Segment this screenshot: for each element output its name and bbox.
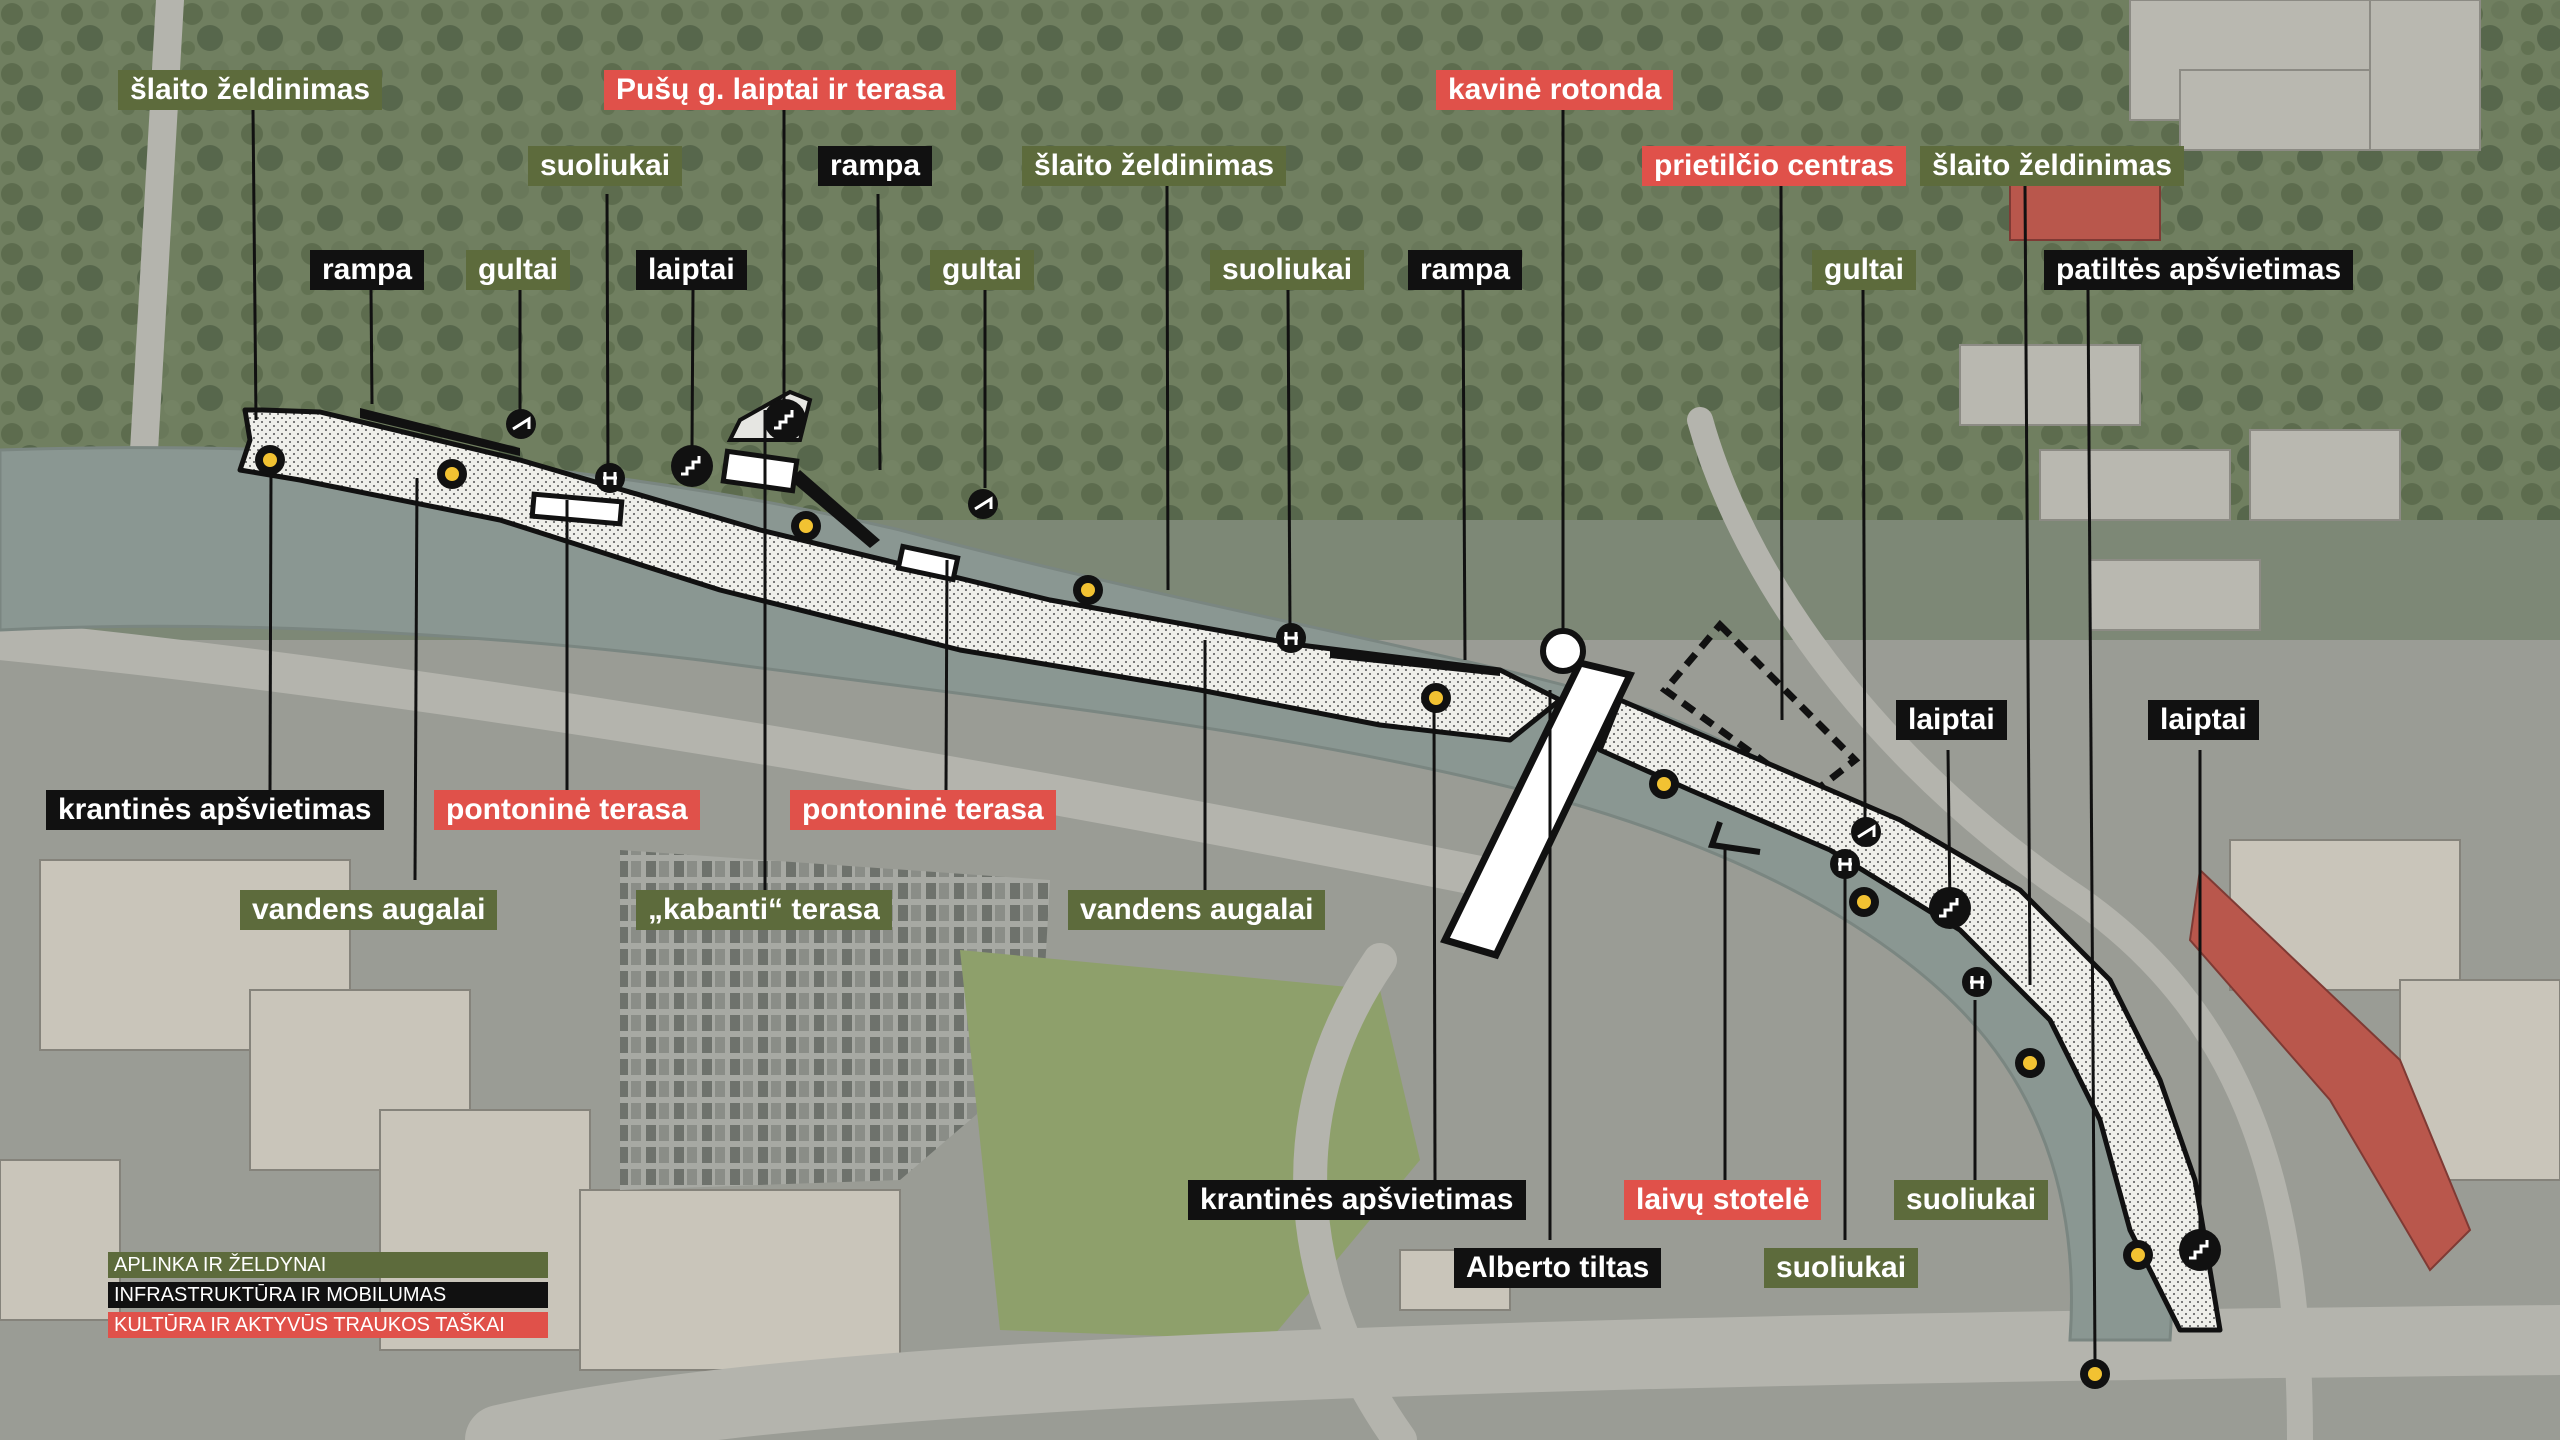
- label-suoliukai: suoliukai: [1764, 1248, 1919, 1288]
- light-icon: [1849, 887, 1879, 917]
- stairs-icon: [2179, 1229, 2221, 1271]
- light-icon: [2123, 1240, 2153, 1270]
- label-krantines-apsvietimas: krantinės apšvietimas: [46, 790, 384, 830]
- lounger-icon: [1851, 817, 1881, 847]
- label-suoliukai: suoliukai: [528, 146, 683, 186]
- stairs-icon: [764, 399, 806, 441]
- bench-icon: [595, 463, 625, 493]
- label-rampa: rampa: [1408, 250, 1523, 290]
- label-alberto-tiltas: Alberto tiltas: [1454, 1248, 1662, 1288]
- light-icon: [255, 445, 285, 475]
- light-icon: [1421, 683, 1451, 713]
- label-gultai: gultai: [466, 250, 570, 290]
- label-laiptai: laiptai: [1896, 700, 2007, 740]
- label-pontonine-terasa: pontoninė terasa: [790, 790, 1056, 830]
- legend-infrastructure: INFRASTRUKTŪRA IR MOBILUMAS: [108, 1282, 548, 1308]
- label-prietilcio-centras: prietilčio centras: [1642, 146, 1907, 186]
- label-gultai: gultai: [1812, 250, 1916, 290]
- leader-lines: [251, 109, 2202, 1361]
- label-pusu-laiptai: Pušų g. laiptai ir terasa: [604, 70, 957, 110]
- label-patiltes-apsvietimas: patiltės apšvietimas: [2044, 250, 2354, 290]
- lounger-icon: [968, 489, 998, 519]
- light-icon: [1649, 769, 1679, 799]
- label-suoliukai: suoliukai: [1894, 1180, 2049, 1220]
- light-icon: [2080, 1359, 2110, 1389]
- prietilcio-centras-area: [1659, 619, 1861, 800]
- light-icon: [1073, 575, 1103, 605]
- label-krantines-apsvietimas: krantinės apšvietimas: [1188, 1180, 1526, 1220]
- bench-icon: [1830, 849, 1860, 879]
- label-vandens-augalai: vandens augalai: [240, 890, 498, 930]
- label-laiptai: laiptai: [2148, 700, 2259, 740]
- label-suoliukai: suoliukai: [1210, 250, 1365, 290]
- stairs-icon: [1929, 887, 1971, 929]
- laivu-stotele-shape: [1707, 821, 1761, 855]
- promenade-east: [1597, 697, 2223, 1333]
- light-icon: [437, 459, 467, 489]
- label-slaito-zeldinimas: šlaito želdinimas: [1920, 146, 2185, 186]
- label-slaito-zeldinimas: šlaito želdinimas: [118, 70, 383, 110]
- bench-icon: [1276, 623, 1306, 653]
- map-legend: APLINKA IR ŽELDYNAI INFRASTRUKTŪRA IR MO…: [108, 1252, 548, 1342]
- lounger-icon: [506, 409, 536, 439]
- label-pontonine-terasa: pontoninė terasa: [434, 790, 700, 830]
- label-slaito-zeldinimas: šlaito želdinimas: [1022, 146, 1287, 186]
- label-laivu-stotele: laivų stotelė: [1624, 1180, 1822, 1220]
- south-buildings: [0, 839, 2560, 1371]
- legend-culture: KULTŪRA IR AKTYVŪS TRAUKOS TAŠKAI: [108, 1312, 548, 1338]
- parking-lot: [620, 850, 1050, 1190]
- promenade-west: [237, 407, 1563, 743]
- legend-environment: APLINKA IR ŽELDYNAI: [108, 1252, 548, 1278]
- rotunda-marker: [1540, 628, 1586, 674]
- bench-icon: [1962, 967, 1992, 997]
- light-icon: [2015, 1048, 2045, 1078]
- label-rampa: rampa: [310, 250, 425, 290]
- alberto-bridge: [1440, 658, 1636, 960]
- label-gultai: gultai: [930, 250, 1034, 290]
- ramps: [360, 408, 1500, 676]
- label-laiptai: laiptai: [636, 250, 747, 290]
- label-vandens-augalai: vandens augalai: [1068, 890, 1326, 930]
- label-kabanti-terasa: „kabanti“ terasa: [636, 890, 892, 930]
- label-kavine-rotonda: kavinė rotonda: [1436, 70, 1674, 110]
- light-icon: [791, 511, 821, 541]
- label-rampa: rampa: [818, 146, 933, 186]
- pontoon-terraces: [529, 448, 961, 583]
- stairs-icon: [671, 445, 713, 487]
